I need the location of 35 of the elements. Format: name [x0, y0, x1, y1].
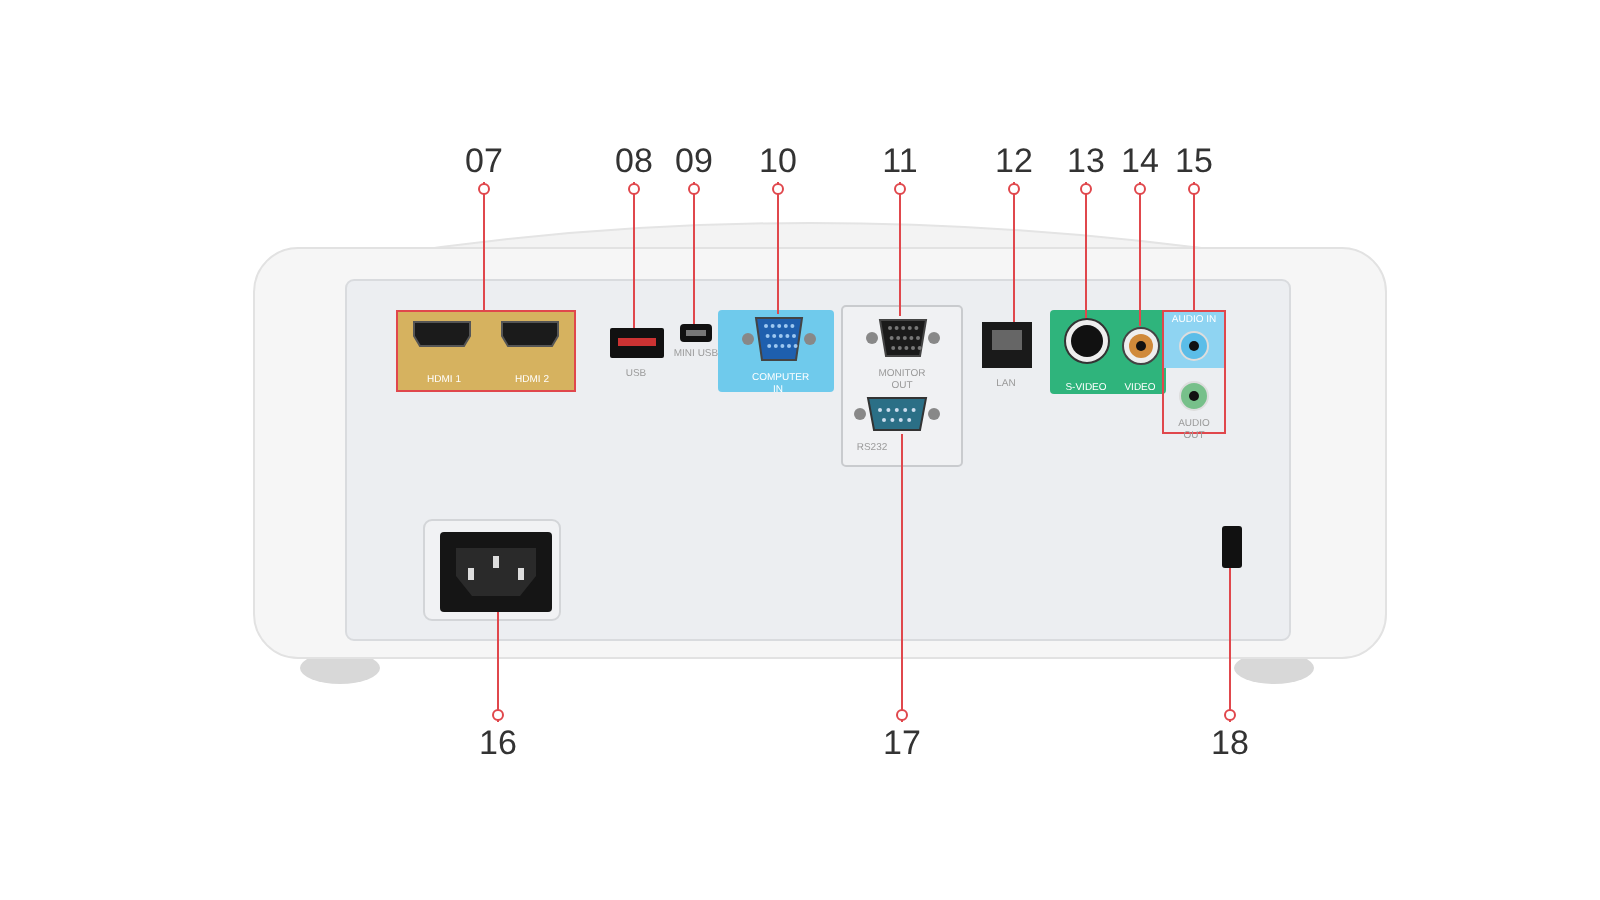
serial-port — [854, 394, 940, 434]
callout-number: 11 — [882, 141, 918, 181]
callout-number: 08 — [615, 141, 653, 181]
callout-number: 07 — [465, 141, 503, 181]
leader-line — [492, 611, 504, 723]
vga-port — [866, 316, 940, 360]
lock-slot — [1222, 526, 1242, 568]
ethernet-port — [982, 322, 1032, 368]
leader-line — [896, 433, 908, 723]
leader-line — [628, 181, 640, 329]
mini-usb-port — [680, 324, 712, 342]
leader-line — [1134, 181, 1146, 327]
callout-number: 15 — [1175, 141, 1213, 181]
callout-number: 12 — [995, 141, 1033, 181]
leader-line — [1224, 567, 1236, 723]
leader-line — [688, 181, 700, 325]
leader-line — [1188, 181, 1200, 311]
hdmi-port-group — [396, 310, 576, 392]
leader-line — [478, 181, 490, 311]
audio-jack-group — [1162, 310, 1226, 434]
callout-number: 16 — [479, 723, 517, 763]
leader-line — [1080, 181, 1092, 319]
callout-number: 13 — [1067, 141, 1105, 181]
power-inlet — [440, 532, 552, 612]
callout-number: 18 — [1211, 723, 1249, 763]
leader-line — [894, 181, 906, 317]
vga-port — [742, 314, 816, 364]
leader-line — [1008, 181, 1020, 323]
callout-number: 17 — [883, 723, 921, 763]
usb-port — [610, 328, 664, 358]
rca-jack — [1122, 326, 1160, 366]
callout-number: 10 — [759, 141, 797, 181]
callout-number: 09 — [675, 141, 713, 181]
leader-line — [772, 181, 784, 315]
callout-number: 14 — [1121, 141, 1159, 181]
